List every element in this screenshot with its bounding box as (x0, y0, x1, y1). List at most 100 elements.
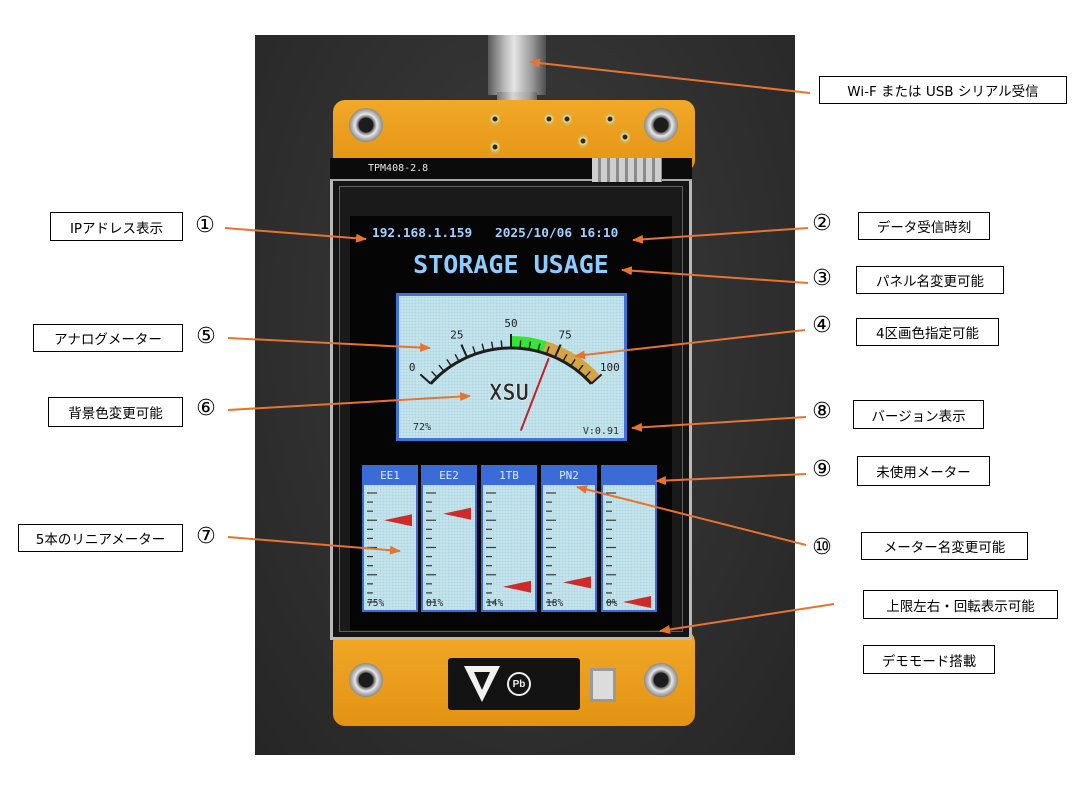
callout-time-label: データ受信時刻 (858, 212, 990, 240)
fpc-connector (592, 158, 662, 182)
callout-linear-label: 5本のリニアメーター (18, 524, 183, 552)
analog-meter-graphic: XSU 72% V:0.91 0 25 50 75 100 (409, 317, 620, 437)
callout-panel-name-label: パネル名変更可能 (856, 266, 1004, 294)
linear-meter-value: 81% (426, 598, 444, 609)
meter-scale-label: 50 (504, 317, 517, 330)
solder-pad (562, 112, 572, 126)
callout-panel-name-number: ③ (812, 266, 832, 291)
version-text: V:0.91 (583, 426, 619, 437)
ip-address: 192.168.1.159 (372, 226, 473, 241)
callout-demo-label: デモモード搭載 (863, 645, 995, 674)
meter-tick (528, 341, 532, 350)
meter-tick (454, 354, 460, 362)
meter-name: XSU (489, 381, 529, 406)
callout-zones-label: 4区画色指定可能 (856, 318, 999, 346)
linear-meter-body: 0% (603, 485, 655, 610)
callout-analog-number: ⑤ (196, 324, 216, 349)
received-datetime: 2025/10/06 16:10 (495, 226, 619, 241)
module-frame-line (330, 179, 692, 181)
meter-tick (490, 341, 494, 350)
meter-tick (570, 358, 576, 367)
callout-background-number: ⑥ (196, 396, 216, 421)
mounting-hole (349, 663, 383, 697)
model-label: TPM408-2.8 (368, 163, 429, 174)
callout-version-label: バージョン表示 (853, 400, 984, 429)
callout-analog-label: アナログメーター (33, 324, 183, 352)
linear-meter-body: 14% (483, 485, 535, 610)
linear-meter-name: EE1 (364, 467, 416, 485)
meter-needle (520, 357, 550, 431)
meter-tick (472, 346, 477, 355)
meter-tick (446, 358, 452, 367)
linear-meter-pointer (443, 507, 471, 520)
meter-tick (562, 354, 568, 362)
solder-pad (605, 112, 615, 126)
meter-tick (584, 370, 591, 378)
usb-cable (488, 35, 546, 95)
meter-scale-arc (429, 346, 593, 385)
callout-linear-number: ⑦ (196, 524, 216, 549)
meter-scale-label: 75 (558, 328, 571, 341)
solder-pad (490, 140, 500, 154)
callout-time-number: ② (812, 211, 832, 236)
linear-meter-pointer (503, 580, 531, 593)
meter-scale-label: 25 (450, 328, 463, 341)
linear-meter-name: EE2 (423, 467, 475, 485)
meter-tick (431, 370, 438, 378)
callout-background-label: 背景色変更可能 (48, 397, 183, 427)
linear-meter-name: 1TB (483, 467, 535, 485)
linear-meter-graphic (606, 492, 651, 608)
linear-meter-pointer (623, 596, 651, 608)
meter-tick (554, 344, 562, 358)
solder-pad (578, 134, 588, 148)
meter-tick (419, 373, 432, 385)
callout-unused-label: 未使用メーター (857, 456, 990, 486)
linear-meter: EE1 75% (362, 465, 418, 612)
callout-zones-number: ④ (812, 313, 832, 338)
callout-input-label: Wi-F または USB シリアル受信 (819, 76, 1067, 104)
meter-scale-label: 0 (409, 361, 416, 374)
solder-pad (490, 112, 500, 126)
callout-version-number: ⑧ (812, 399, 832, 424)
linear-meter-value: 0% (606, 598, 618, 609)
esd-icon (464, 666, 500, 702)
mounting-hole (644, 663, 678, 697)
callout-orientation-label: 上限左右・回転表示可能 (863, 590, 1058, 619)
meter-tick (519, 340, 522, 349)
linear-meter-graphic (486, 492, 531, 603)
panel-title: STORAGE USAGE (413, 250, 609, 279)
callout-ip-number: ① (195, 213, 215, 238)
meter-tick (577, 364, 584, 372)
linear-meter-value: 14% (486, 598, 504, 609)
linear-meter-graphic (546, 492, 591, 603)
callout-unused-number: ⑨ (812, 457, 832, 482)
meter-tick (460, 344, 468, 358)
linear-meter-name (603, 467, 655, 485)
solder-pad (620, 130, 630, 144)
meter-value-text: 72% (413, 422, 431, 433)
meter-tick (481, 343, 485, 352)
callout-ip-label: IPアドレス表示 (50, 212, 183, 241)
analog-meter: XSU 72% V:0.91 0 25 50 75 100 (396, 293, 627, 441)
solder-pad (544, 112, 554, 126)
linear-meter-body: 81% (423, 485, 475, 610)
linear-meter-value: 75% (367, 598, 385, 609)
mounting-hole (644, 108, 678, 142)
meter-tick (545, 346, 550, 355)
linear-meter-graphic (426, 492, 471, 603)
linear-meter: EE2 81% (421, 465, 477, 612)
linear-meter: PN2 18% (541, 465, 597, 612)
connector (590, 668, 616, 702)
linear-meter-body: 18% (543, 485, 595, 610)
linear-meter-pointer (563, 576, 591, 589)
meter-tick (500, 340, 503, 349)
linear-meter: 1TB 14% (481, 465, 537, 612)
mounting-hole (349, 108, 383, 142)
pb-logo: Pb (507, 672, 531, 696)
linear-meter-body: 75% (364, 485, 416, 610)
meter-tick (438, 364, 445, 372)
linear-meter-unused: 0% (601, 465, 657, 612)
meter-scale-label: 100 (600, 361, 620, 374)
linear-meter-name: PN2 (543, 467, 595, 485)
linear-meter-graphic (367, 492, 412, 603)
